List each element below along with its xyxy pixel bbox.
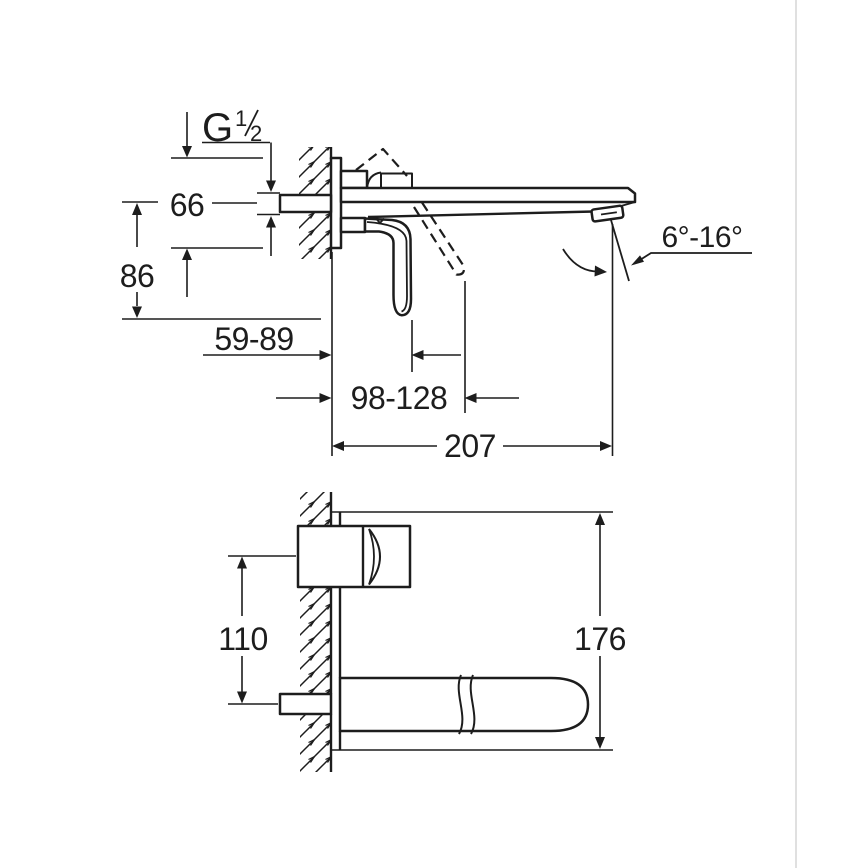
dim-text-110: 110 (218, 621, 268, 657)
thread-label-denominator: 2 (250, 121, 262, 146)
dim-text-angle: 6°-16° (661, 221, 742, 254)
wall-hatch-upper (299, 147, 331, 195)
dim-text-207: 207 (444, 428, 496, 464)
dim-text-98-128: 98-128 (351, 380, 448, 416)
side-view: G 1 2 66 86 (120, 106, 752, 464)
thread-label-numerator: 1 (235, 106, 247, 131)
wall-plate-plan (331, 512, 340, 750)
wall-hatch-3 (300, 714, 331, 772)
spout-outline-plan (338, 676, 590, 733)
inlet-pipe (278, 193, 333, 214)
dim-text-59-89: 59-89 (214, 321, 293, 357)
dim-outlet-drop-86: 86 (120, 201, 321, 320)
wall-section-plan (300, 492, 342, 772)
cartridge-dome (366, 171, 382, 189)
dim-plate-length-176: 176 (331, 511, 626, 751)
dim-thread-g-half: G 1 2 (202, 106, 276, 256)
wall-hatch-lower (299, 212, 331, 259)
dim-lever-depth-98-128: 98-128 (276, 380, 519, 416)
rough-in-box-dashed (355, 147, 408, 177)
spout-bar (339, 186, 637, 204)
aerator (590, 204, 625, 223)
dim-aerator-angle: 6°-16° (562, 219, 752, 282)
lever-dashed-position (413, 201, 466, 276)
wall-hatch-1 (300, 492, 331, 526)
dim-spout-length-207: 207 (332, 428, 612, 464)
break-line-2 (469, 674, 476, 735)
lever-joint-notch (375, 217, 385, 225)
lever-handle (363, 217, 413, 317)
handle-knob-arc-inner (368, 528, 375, 585)
dim-body-depth-59-89: 59-89 (203, 321, 461, 360)
break-line-1 (457, 674, 464, 735)
wall-plate-side (329, 156, 343, 250)
dim-text-66: 66 (170, 187, 205, 223)
inlet-stub-plan (278, 692, 333, 716)
spout-side (339, 186, 637, 223)
angle-arc (562, 248, 600, 273)
spout-plan (278, 674, 590, 735)
handle-base-block (296, 524, 412, 589)
dim-text-86: 86 (120, 258, 155, 294)
dim-hole-spacing-110: 110 (218, 555, 296, 705)
wall-hatch-2 (300, 587, 331, 694)
handle-plan (296, 524, 412, 589)
handle-knob-arc-outer (368, 528, 381, 586)
extension-lines (331, 224, 614, 456)
dim-text-176: 176 (574, 621, 626, 657)
dim-plate-height-66: 66 (170, 112, 263, 297)
supply-pipe (257, 192, 333, 216)
thread-label-g: G (202, 106, 233, 150)
wall-section-side (299, 147, 343, 259)
plan-view: 110 176 (218, 492, 626, 772)
